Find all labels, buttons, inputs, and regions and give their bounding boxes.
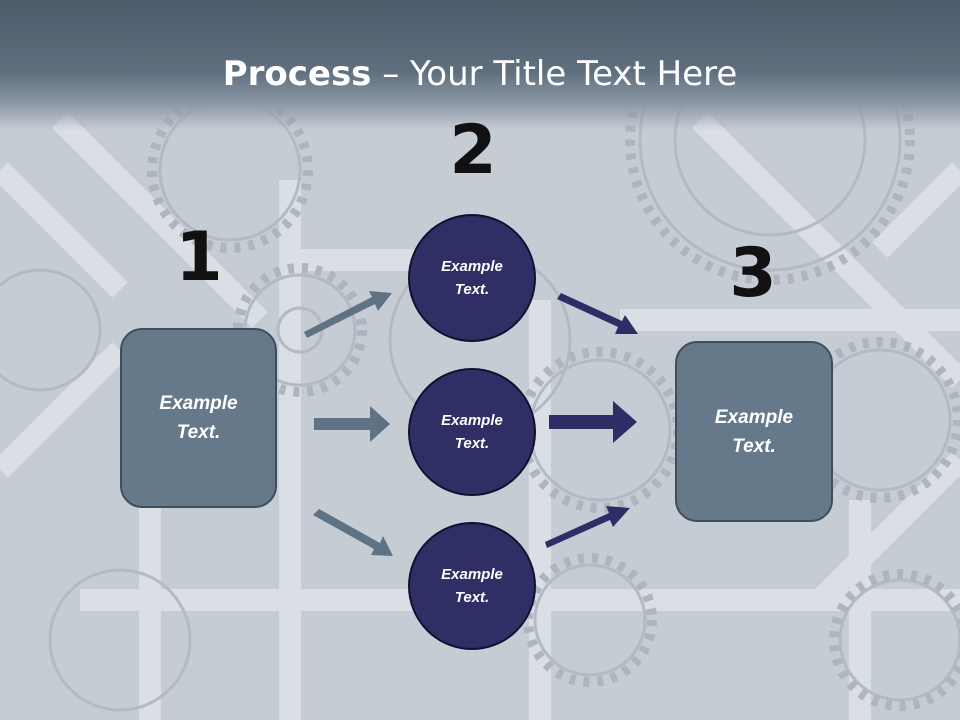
title-bar [0,0,960,130]
end-box: Example Text. [675,341,833,522]
middle-circle-bottom: Example Text. [408,522,536,650]
end-box-label: Example Text. [714,406,794,457]
title-strong: Process [222,54,372,94]
middle-circle-center-label: Example Text. [441,412,503,452]
step-number-1: 1 [175,218,223,297]
middle-circle-top-label: Example Text. [441,258,503,298]
middle-circle-bottom-label: Example Text. [441,566,503,606]
right-arrows [545,293,638,548]
start-box: Example Text. [120,328,277,508]
middle-circle-center: Example Text. [408,368,536,496]
arrow-from-top-circle [557,293,638,334]
arrow-from-bottom-circle [545,506,630,548]
step-number-3: 3 [729,234,777,313]
arrow-to-middle-circle [314,406,390,442]
arrow-to-top-circle [304,291,392,338]
middle-circle-top: Example Text. [408,214,536,342]
left-arrows [304,291,393,556]
start-box-label: Example Text. [159,393,238,443]
arrow-to-bottom-circle [313,509,393,556]
arrow-from-middle-circle [549,401,637,443]
title-rest: – Your Title Text Here [371,54,738,94]
slide-title: Process – Your Title Text Here [0,52,960,96]
step-number-2: 2 [449,111,497,190]
